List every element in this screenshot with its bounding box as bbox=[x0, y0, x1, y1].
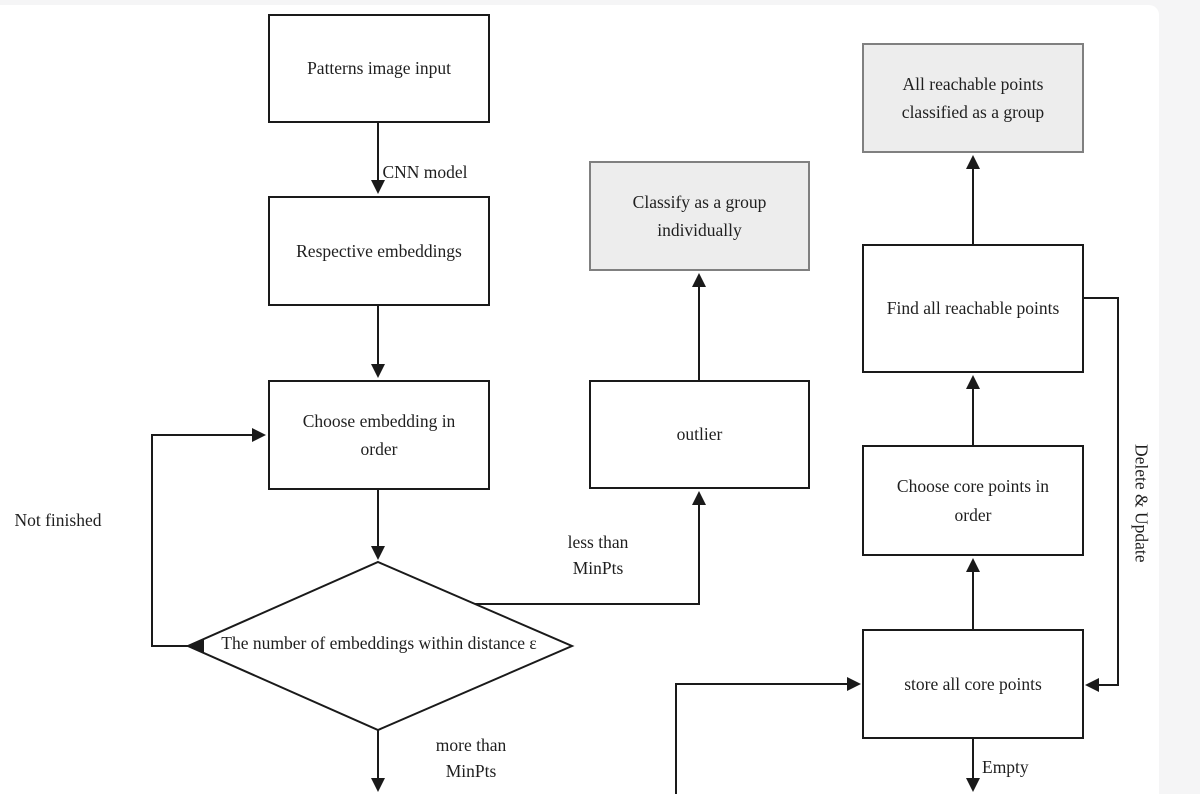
node-classify-as-group-individually: Classify as a group individually bbox=[589, 161, 810, 271]
edge-label-empty: Empty bbox=[982, 757, 1029, 777]
arrow-down-icon bbox=[371, 546, 385, 560]
node-choose-embedding-in-order: Choose embedding in order bbox=[268, 380, 490, 490]
arrow-up-icon bbox=[966, 375, 980, 389]
arrow-left-icon bbox=[190, 639, 204, 653]
node-all-reachable-points-classified: All reachable points classified as a gro… bbox=[862, 43, 1084, 153]
arrow-up-icon bbox=[966, 155, 980, 169]
edge-label-cnn-model: CNN model bbox=[382, 162, 468, 182]
arrow-up-icon bbox=[966, 558, 980, 572]
arrow-left-icon bbox=[1085, 678, 1099, 692]
node-find-all-reachable-points: Find all reachable points bbox=[862, 244, 1084, 373]
arrow-down-icon bbox=[371, 180, 385, 194]
decision-diamond-shape bbox=[185, 560, 575, 732]
arrow-down-icon bbox=[966, 778, 980, 792]
arrowheads bbox=[190, 155, 1099, 792]
node-outlier: outlier bbox=[589, 380, 810, 489]
node-store-all-core-points: store all core points bbox=[862, 629, 1084, 739]
edge-into-store bbox=[675, 683, 852, 794]
edge-less-than-minpts bbox=[475, 500, 700, 605]
node-patterns-image-input: Patterns image input bbox=[268, 14, 490, 123]
edge-not-finished-loop bbox=[151, 434, 256, 647]
arrow-down-icon bbox=[371, 778, 385, 792]
edge-label-more-than-minpts: more than MinPts bbox=[435, 735, 507, 782]
node-respective-embeddings: Respective embeddings bbox=[268, 196, 490, 306]
arrow-up-icon bbox=[692, 273, 706, 287]
edge-delete-update bbox=[1084, 297, 1119, 686]
edge-label-not-finished: Not finished bbox=[14, 510, 102, 530]
edge-label-less-than-minpts: less than MinPts bbox=[567, 532, 629, 579]
arrow-up-icon bbox=[692, 491, 706, 505]
node-minpts-decision-label: The number of embeddings within distance… bbox=[221, 633, 537, 653]
arrow-down-icon bbox=[371, 364, 385, 378]
arrow-right-icon bbox=[847, 677, 861, 691]
edge-label-delete-update: Delete & Update bbox=[1131, 443, 1152, 563]
arrow-right-icon bbox=[252, 428, 266, 442]
node-choose-core-points-in-order: Choose core points in order bbox=[862, 445, 1084, 556]
